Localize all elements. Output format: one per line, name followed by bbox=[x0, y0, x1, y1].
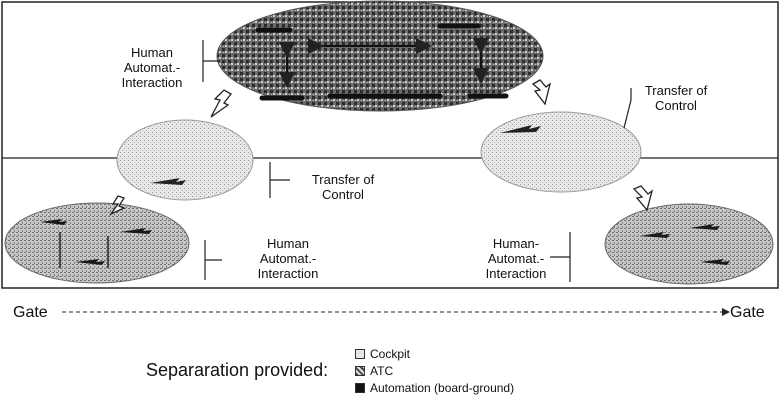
departure-ellipse bbox=[117, 120, 253, 200]
arrival-ellipse bbox=[481, 112, 641, 192]
gate-start-label: Gate bbox=[13, 304, 48, 322]
legend-item-atc: ATC bbox=[355, 364, 393, 378]
cockpit-swatch-icon bbox=[355, 349, 365, 359]
legend-title: Separaration provided: bbox=[146, 360, 328, 380]
transition-arrow-enroute-to-arrival bbox=[533, 80, 550, 104]
top-right-transfer-label: Transfer of Control bbox=[630, 83, 722, 113]
bottom-left-hai-label: Human Automat.- Interaction bbox=[242, 236, 334, 281]
transition-arrow-arrival-to-gate bbox=[634, 186, 652, 210]
mid-left-transfer-label: Transfer of Control bbox=[297, 172, 389, 202]
gate-end-label: Gate bbox=[730, 304, 765, 322]
automation-swatch-icon bbox=[355, 383, 365, 393]
gate-arrival-ellipse bbox=[605, 204, 773, 284]
legend-item-automation: Automation (board-ground) bbox=[355, 381, 514, 395]
legend-item-label: Cockpit bbox=[370, 347, 410, 361]
enroute-ellipse bbox=[217, 1, 543, 111]
transition-arrow-departure-to-enroute bbox=[211, 90, 231, 117]
bottom-right-hai-label: Human- Automat.- Interaction bbox=[470, 236, 562, 281]
legend-item-label: ATC bbox=[370, 364, 393, 378]
gate-timeline-arrowhead bbox=[722, 308, 730, 316]
top-left-hai-label: Human Automat.- Interaction bbox=[108, 45, 196, 90]
legend-item-label: Automation (board-ground) bbox=[370, 381, 514, 395]
atc-swatch-icon bbox=[355, 366, 365, 376]
gate-departure-ellipse bbox=[5, 203, 189, 283]
legend-item-cockpit: Cockpit bbox=[355, 347, 410, 361]
